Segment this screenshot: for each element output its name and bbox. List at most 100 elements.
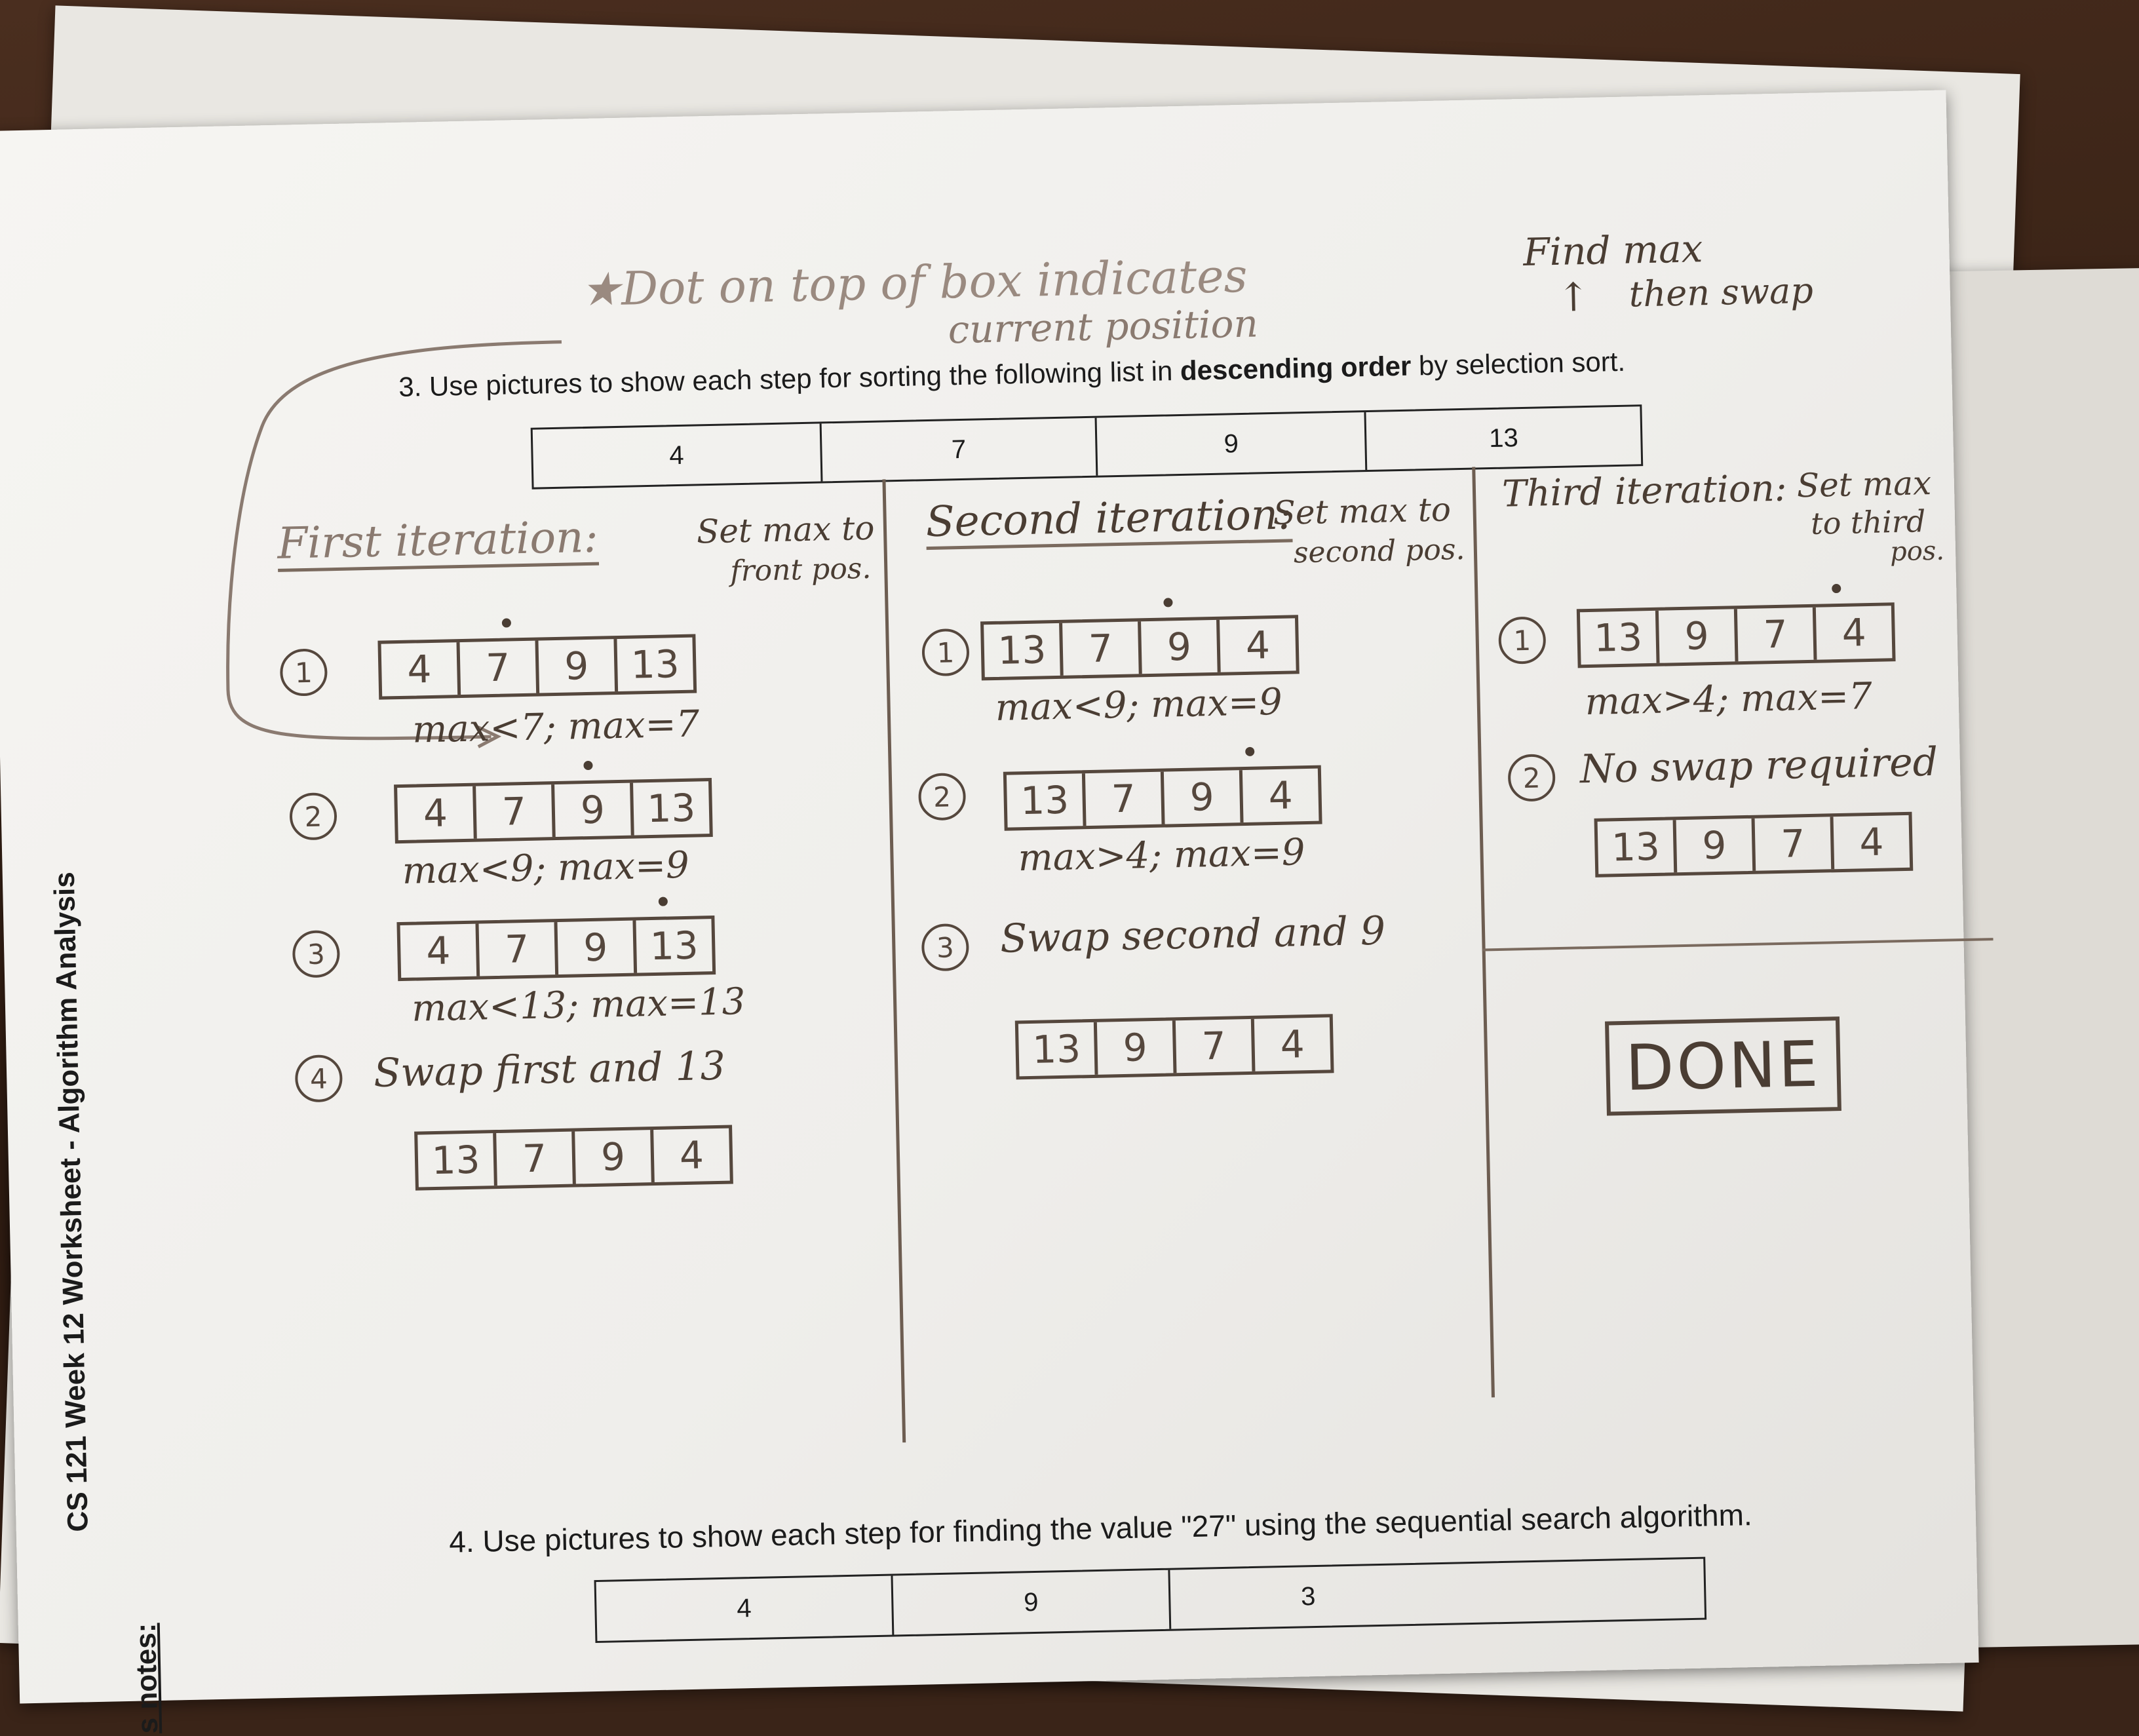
array-cell: 9 [557,920,638,975]
array-boxes: 13 7 9 4 [414,1125,733,1191]
array-cell: 7 [1085,771,1165,826]
current-position-dot [1163,598,1173,608]
step-text: Swap first and 13 [373,1043,726,1096]
column-divider-2 [1472,467,1495,1398]
second-iteration-note-line1: Set max to [1273,490,1452,533]
list-cell: 9 [1096,412,1368,476]
list-cell: 3 [1300,1581,1316,1611]
array-cell: 4 [679,1132,704,1178]
step-text: Swap second and 9 [999,908,1386,962]
step-number-circle: 4 [294,1054,343,1103]
first-iteration-note-line2: front pos. [729,551,872,588]
array-cell: 13 [1018,1022,1098,1077]
array-cell: 9 [554,782,634,838]
array-cell: 9 [1163,770,1244,824]
third-iteration-title: Third iteration: [1501,467,1788,516]
question-3-list-table: 4 7 9 13 [530,404,1644,490]
array-cell: 4 [397,786,477,841]
list-cell: 4 [596,1575,895,1641]
array-boxes: 13 7 9 4 [980,615,1300,681]
array-boxes: 4 7 9 13 [394,778,713,844]
array-boxes: 4 7 9 13 [377,634,697,700]
done-box: DONE [1604,1016,1841,1116]
step-text: No swap required [1579,739,1938,793]
third-iteration-note-line3: pos. [1889,535,1945,568]
question-3-bold: descending order [1180,350,1412,386]
array-cell: 13 [649,923,699,969]
question-3-suffix: by selection sort. [1410,345,1626,381]
array-cell: 7 [478,922,559,976]
current-position-dot [1245,746,1255,756]
array-cell: 7 [1737,607,1817,662]
array-cell: 9 [1658,609,1739,663]
array-boxes: 13 9 7 4 [1014,1014,1334,1080]
dot-note-line2: current position [947,301,1259,353]
third-column-divider [1482,938,1994,952]
find-max-line1: Find max [1522,226,1704,275]
array-boxes: 13 9 7 4 [1576,602,1896,668]
step-number-circle: 2 [1507,754,1556,802]
current-position-dot [1832,583,1841,594]
list-cell: 7 [821,417,1098,482]
third-iteration-note-line2: to third [1810,503,1926,541]
step-number-circle: 3 [292,930,341,978]
array-cell: 7 [1175,1018,1256,1073]
worksheet-page: CS 121 Week 12 Worksheet - Algorithm Ana… [0,90,1994,1734]
array-cell: 4 [1859,819,1885,865]
find-max-arrow-icon: ↑ [1556,274,1590,321]
array-cell: 13 [984,623,1064,678]
array-boxes: 4 7 9 13 [396,916,716,982]
current-position-dot [583,760,593,771]
array-cell: 4 [1245,623,1271,668]
step-number-circle: 3 [921,923,970,972]
array-cell: 7 [476,784,556,839]
step-text: max>4; max=7 [1585,674,1873,724]
step-number-circle: 2 [917,772,967,821]
second-iteration-note-line2: second pos. [1293,532,1465,570]
current-position-dot [658,897,668,906]
question-3-text: 3. Use pictures to show each step for so… [398,346,1626,403]
second-iteration-title: Second iteration: [925,490,1293,550]
array-cell: 13 [630,642,680,687]
question-4-text: 4. Use pictures to show each step for fi… [448,1497,1753,1559]
step-text: max<13; max=13 [411,980,746,1030]
array-cell: 9 [575,1130,655,1184]
array-cell: 7 [459,640,540,695]
question-4-list-table: 4 9 3 [594,1556,1707,1644]
array-cell: 9 [1096,1020,1177,1075]
array-cell: 13 [646,785,696,832]
step-number-circle: 1 [921,628,970,677]
array-cell: 13 [1006,773,1087,828]
side-notes-label: s notes: [129,1623,164,1734]
array-cell: 9 [538,639,619,693]
array-cell: 9 [1676,818,1756,873]
array-cell: 4 [1268,773,1294,819]
array-boxes: 13 7 9 4 [1003,765,1322,831]
array-cell: 7 [1062,621,1142,676]
array-cell: 7 [1754,817,1835,871]
step-text: max<9; max=9 [402,843,690,893]
array-cell: 13 [417,1133,497,1187]
list-cell: 13 [1488,423,1519,453]
first-iteration-note-line1: Set max to [696,509,875,551]
array-boxes: 13 9 7 4 [1594,811,1914,878]
step-text: max<9; max=9 [995,680,1283,729]
step-number-circle: 1 [1498,616,1547,665]
find-max-line2: then swap [1628,269,1814,315]
step-number-circle: 2 [289,792,337,841]
step-text: max>4; max=9 [1017,831,1306,880]
third-iteration-note-line1: Set max [1796,463,1932,505]
array-cell: 4 [381,642,461,697]
array-cell: 7 [496,1131,576,1186]
list-cell: 4 [532,423,823,488]
list-cell: 9 [893,1570,1172,1635]
array-cell: 4 [400,923,480,978]
array-cell: 4 [1841,610,1867,655]
first-iteration-title: First iteration: [277,511,599,572]
pointer-bracket-line [226,340,562,748]
array-cell: 9 [1141,619,1221,674]
step-text: max<7; max=7 [412,703,700,752]
worksheet-side-title: CS 121 Week 12 Worksheet - Algorithm Ana… [48,871,94,1533]
array-cell: 13 [1597,820,1678,874]
column-divider-1 [882,479,906,1443]
